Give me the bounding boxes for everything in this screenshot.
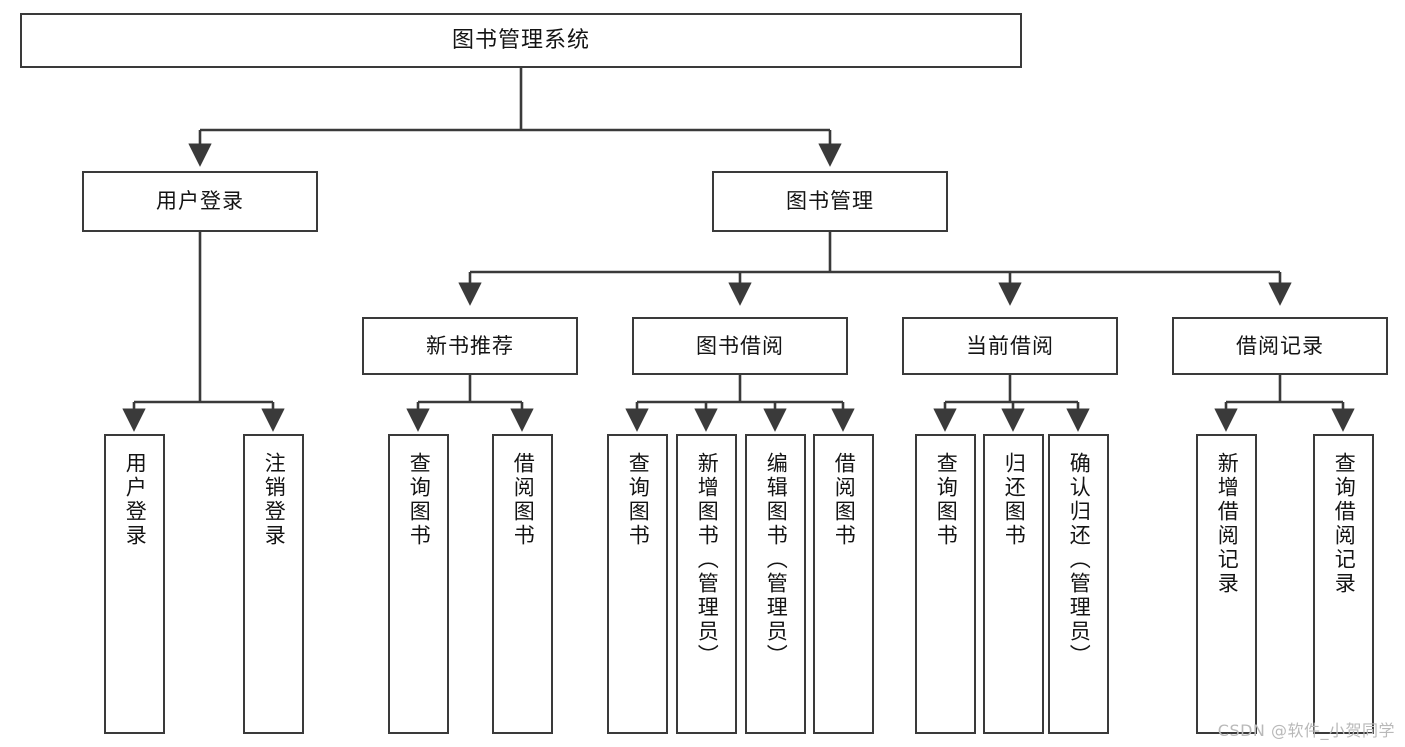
leaf-book-borrow-0-label: 查询图书 [626,452,651,548]
leaf-current-borrow-2-label: 确认归还（管理员） [1067,452,1092,668]
node-user-login-label: 用户登录 [156,189,244,214]
node-new-books[interactable]: 新书推荐 [362,317,578,375]
leaf-current-borrow-0[interactable]: 查询图书 [915,434,976,734]
leaf-new-books-1[interactable]: 借阅图书 [492,434,553,734]
leaf-new-books-0-label: 查询图书 [407,452,432,548]
leaf-current-borrow-0-label: 查询图书 [934,452,959,548]
node-user-login[interactable]: 用户登录 [82,171,318,232]
node-book-manage[interactable]: 图书管理 [712,171,948,232]
node-root[interactable]: 图书管理系统 [20,13,1022,68]
leaf-borrow-record-1[interactable]: 查询借阅记录 [1313,434,1374,734]
watermark-text: CSDN @软件_小贺同学 [1217,721,1395,740]
leaf-book-borrow-0[interactable]: 查询图书 [607,434,668,734]
leaf-new-books-0[interactable]: 查询图书 [388,434,449,734]
node-borrow-record-label: 借阅记录 [1236,333,1324,358]
leaf-current-borrow-2[interactable]: 确认归还（管理员） [1048,434,1109,734]
leaf-book-borrow-2-label: 编辑图书（管理员） [764,452,789,668]
leaf-user-login-0-label: 用户登录 [123,452,148,548]
leaf-user-login-0[interactable]: 用户登录 [104,434,165,734]
leaf-book-borrow-2[interactable]: 编辑图书（管理员） [745,434,806,734]
node-root-label: 图书管理系统 [451,27,590,53]
leaf-borrow-record-0-label: 新增借阅记录 [1215,452,1240,596]
leaf-user-login-1[interactable]: 注销登录 [243,434,304,734]
leaf-book-borrow-1-label: 新增图书（管理员） [695,452,720,668]
leaf-current-borrow-1-label: 归还图书 [1002,452,1027,548]
node-borrow-record[interactable]: 借阅记录 [1172,317,1388,375]
node-current-borrow-label: 当前借阅 [966,333,1054,358]
node-book-borrow-label: 图书借阅 [696,333,784,358]
leaf-book-borrow-1[interactable]: 新增图书（管理员） [676,434,737,734]
node-book-manage-label: 图书管理 [786,189,874,214]
leaf-current-borrow-1[interactable]: 归还图书 [983,434,1044,734]
leaf-new-books-1-label: 借阅图书 [511,452,536,548]
node-book-borrow[interactable]: 图书借阅 [632,317,848,375]
leaf-borrow-record-0[interactable]: 新增借阅记录 [1196,434,1257,734]
leaf-borrow-record-1-label: 查询借阅记录 [1332,452,1357,596]
leaf-book-borrow-3[interactable]: 借阅图书 [813,434,874,734]
node-new-books-label: 新书推荐 [426,333,514,358]
leaf-book-borrow-3-label: 借阅图书 [832,452,857,548]
node-current-borrow[interactable]: 当前借阅 [902,317,1118,375]
leaf-user-login-1-label: 注销登录 [262,452,287,548]
